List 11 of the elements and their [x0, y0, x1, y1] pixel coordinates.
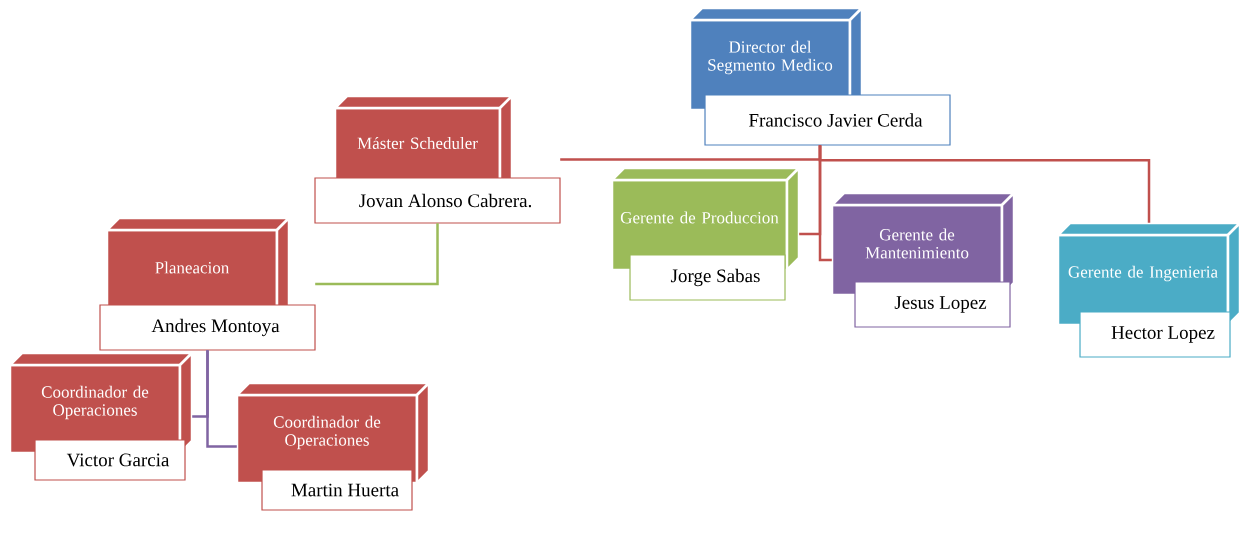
connector-line: [315, 223, 439, 286]
name-plate: Francisco Javier Cerda: [704, 94, 951, 146]
name-plate: Jesus Lopez: [854, 281, 1011, 328]
name-plate: Martin Huerta: [261, 469, 413, 511]
name-plate: Hector Lopez: [1079, 311, 1231, 358]
name-plate: Victor Garcia: [34, 439, 186, 481]
name-plate: Andres Montoya: [99, 304, 316, 351]
name-plate: Jorge Sabas: [629, 254, 786, 301]
connector-line: [206, 350, 237, 448]
name-plate: Jovan Alonso Cabrera.: [314, 177, 561, 224]
connector-line: [818, 145, 1151, 223]
